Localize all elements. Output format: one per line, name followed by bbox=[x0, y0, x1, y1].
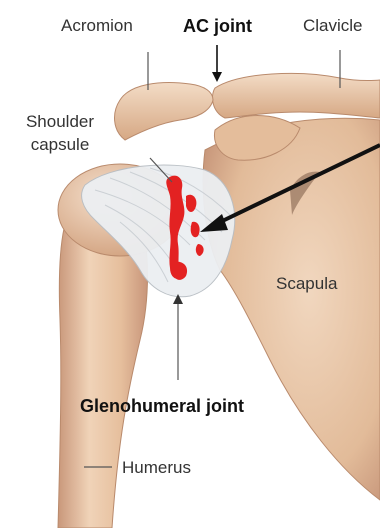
clavicle-bone bbox=[212, 73, 380, 118]
label-scapula: Scapula bbox=[276, 274, 337, 294]
label-shoulder-capsule-line2: capsule bbox=[8, 135, 112, 155]
acromion-bone bbox=[115, 83, 213, 140]
label-acromion: Acromion bbox=[61, 16, 133, 36]
ac-joint-arrow bbox=[212, 45, 222, 82]
label-glenohumeral-joint: Glenohumeral joint bbox=[80, 396, 244, 416]
label-ac-joint: AC joint bbox=[183, 16, 252, 36]
label-humerus: Humerus bbox=[122, 458, 191, 478]
scapula-bone bbox=[203, 118, 380, 500]
label-clavicle: Clavicle bbox=[303, 16, 363, 36]
label-shoulder-capsule-line1: Shoulder bbox=[8, 112, 112, 132]
